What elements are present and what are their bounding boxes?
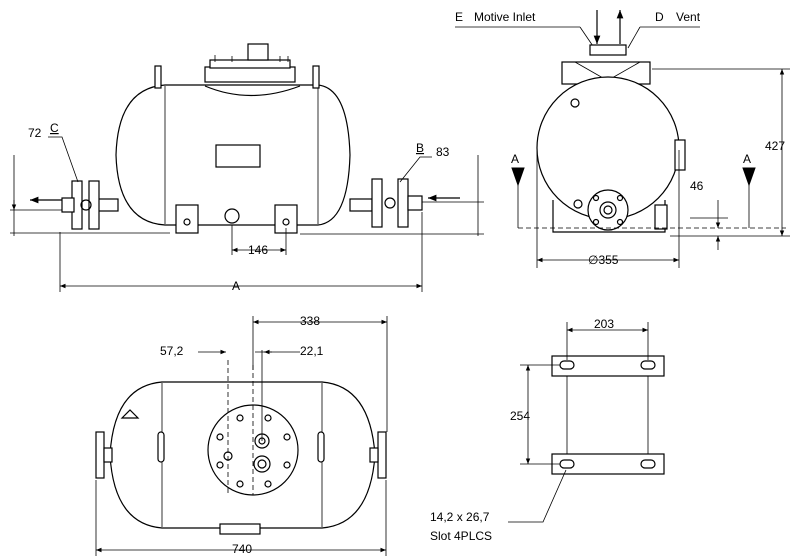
section-marker-right: A: [743, 152, 751, 166]
end-view: E Motive Inlet D Vent: [455, 9, 790, 268]
mounting-bracket-view: 203 254 14,2 x 26,7 Slot 4PLCS: [430, 317, 665, 543]
vent-letter: D: [655, 10, 664, 24]
left-connection-letter: C: [50, 121, 59, 135]
side-view: C 72 B 83 146 A: [10, 43, 484, 293]
dimension-740: 740: [232, 542, 252, 556]
right-connection-letter: B: [416, 141, 424, 155]
overall-length-label: A: [232, 279, 240, 293]
motive-inlet-label: Motive Inlet: [474, 10, 536, 24]
top-view: 338 57,2 22,1 740: [95, 314, 388, 556]
center-dimension-146: 146: [248, 243, 268, 257]
height-dimension-427: 427: [765, 139, 785, 153]
bracket-width-dimension: 203: [594, 317, 614, 331]
bracket-spacing-dimension: 254: [510, 409, 530, 423]
left-connection-dimension: 72: [28, 126, 42, 140]
slot-size-label: 14,2 x 26,7: [430, 510, 490, 524]
offset-dimension-46: 46: [690, 179, 704, 193]
dimension-22-1: 22,1: [300, 344, 324, 358]
slot-note-label: Slot 4PLCS: [430, 529, 492, 543]
motive-inlet-letter: E: [455, 10, 463, 24]
section-marker-left: A: [511, 152, 519, 166]
vent-label: Vent: [676, 10, 701, 24]
diameter-dimension: ∅355: [588, 253, 619, 267]
right-connection-dimension: 83: [436, 145, 450, 159]
dimension-338: 338: [300, 314, 320, 328]
dimension-57-2: 57,2: [160, 344, 184, 358]
